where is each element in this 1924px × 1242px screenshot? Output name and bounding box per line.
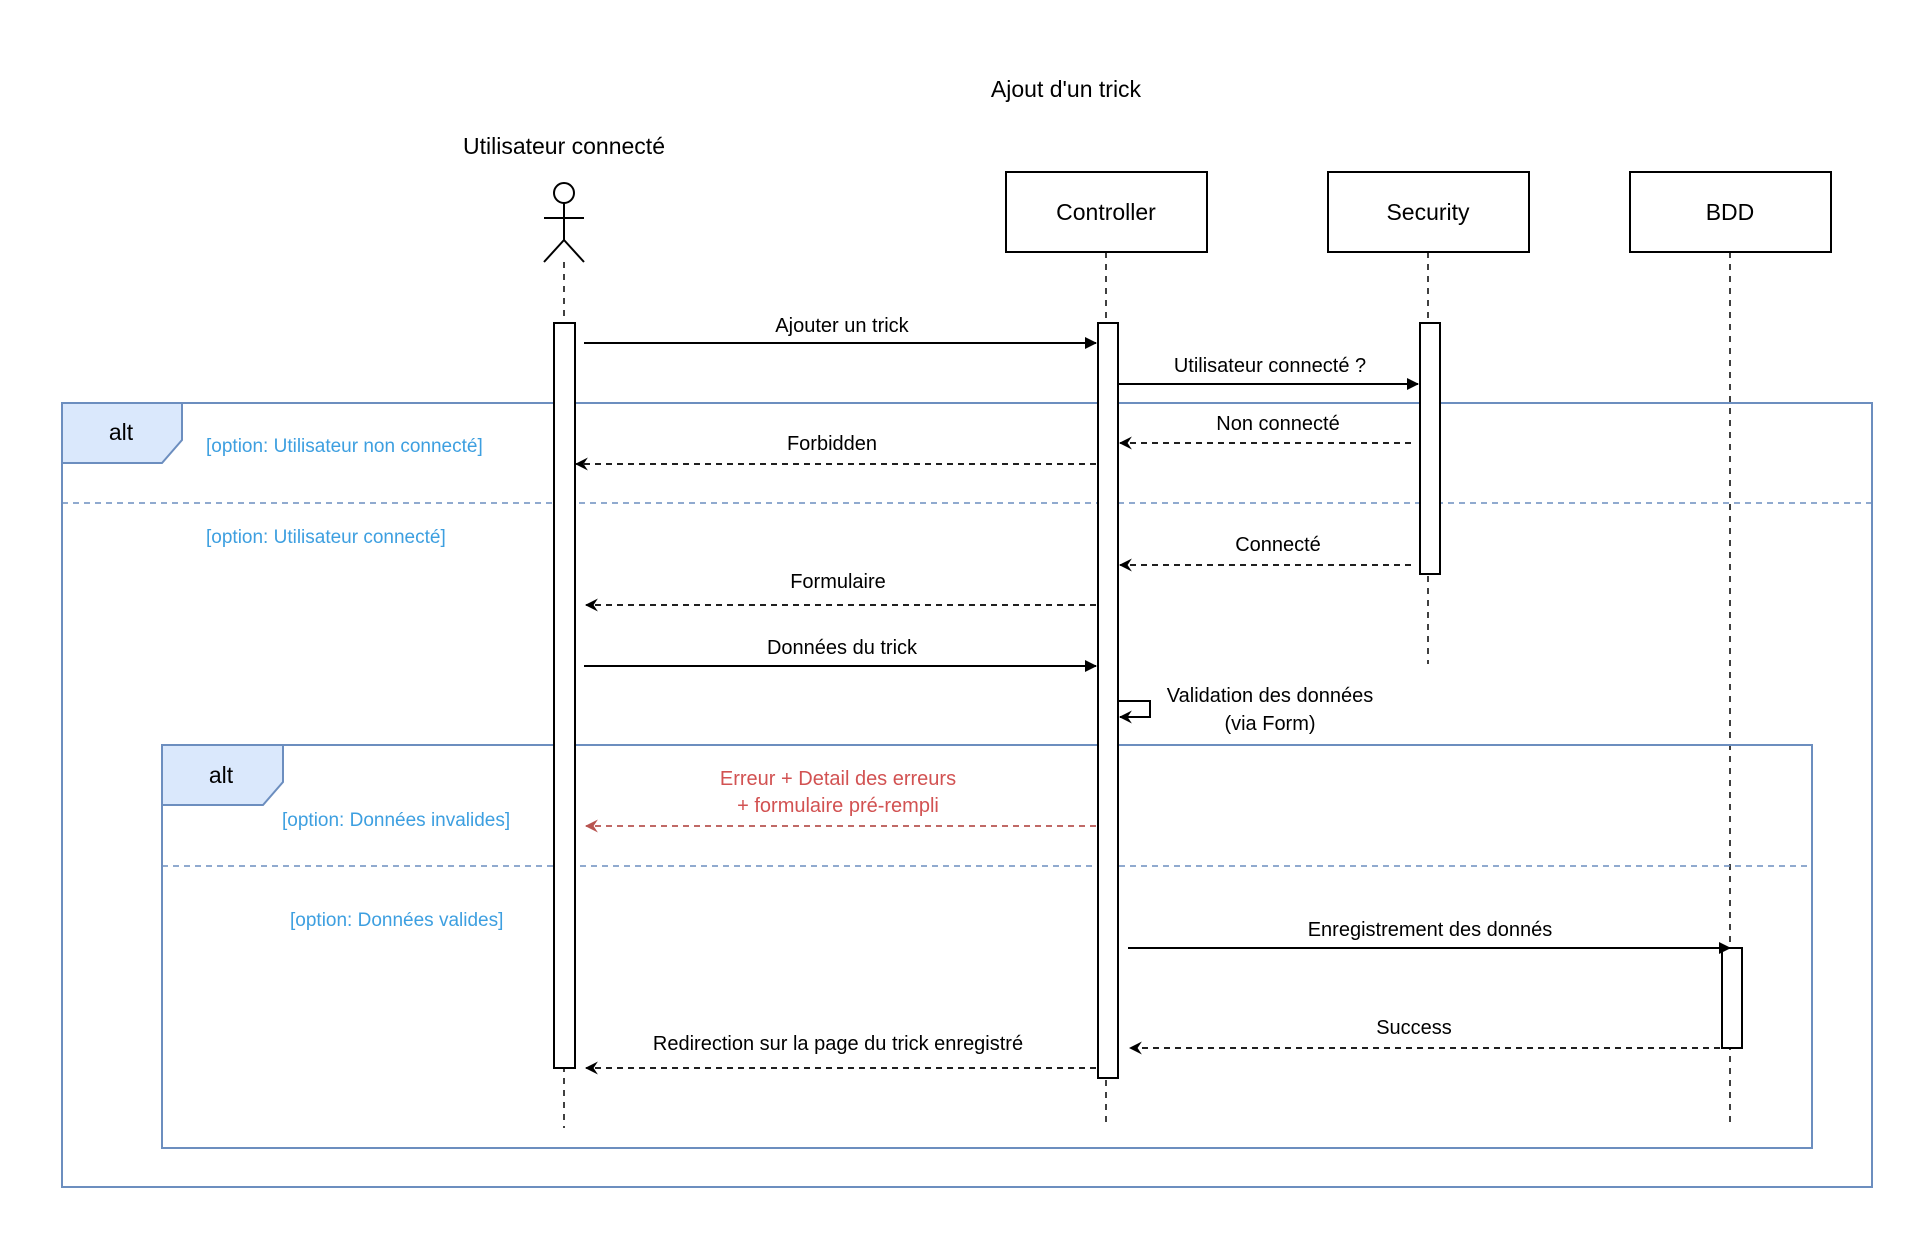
inner-guard-invalid-data: [option: Données invalides] (282, 810, 510, 831)
outer-alt-fragment: alt [option: Utilisateur non connecté] [… (61, 402, 1873, 1188)
message-connecte: Connecté (1118, 534, 1411, 572)
actor-activation-bar (553, 322, 576, 1069)
inner-alt-fragment: alt [option: Données invalides] [option:… (161, 744, 1813, 1149)
message-label-line2: (via Form) (1224, 713, 1315, 735)
message-label: Enregistrement des donnés (1308, 919, 1553, 941)
message-label: Redirection sur la page du trick enregis… (653, 1033, 1023, 1055)
participant-security: Security (1327, 171, 1530, 253)
message-validation-self: Validation des données (via Form) (1118, 685, 1373, 735)
message-label: Données du trick (767, 637, 918, 659)
message-label: Connecté (1235, 534, 1321, 556)
outer-guard-not-connected: [option: Utilisateur non connecté] (206, 436, 483, 457)
message-donnees-trick: Données du trick (584, 637, 1097, 672)
message-success: Success (1128, 1017, 1720, 1055)
participant-bdd: BDD (1629, 171, 1832, 253)
message-label: Formulaire (790, 571, 886, 593)
message-label: Success (1376, 1017, 1452, 1039)
participant-security-label: Security (1386, 199, 1470, 225)
message-error-line2: + formulaire pré-rempli (737, 795, 939, 817)
inner-alt-operator: alt (209, 762, 234, 788)
message-label: Utilisateur connecté ? (1174, 355, 1366, 377)
outer-alt-operator: alt (109, 419, 134, 445)
message-enregistrement: Enregistrement des donnés (1128, 919, 1731, 954)
message-ajouter-trick: Ajouter un trick (584, 315, 1097, 349)
participant-controller: Controller (1005, 171, 1208, 253)
stick-figure-actor-icon (543, 182, 585, 263)
message-utilisateur-connecte-question: Utilisateur connecté ? (1118, 355, 1419, 390)
participant-bdd-label: BDD (1706, 199, 1755, 225)
inner-guard-valid-data: [option: Données valides] (290, 910, 503, 931)
actor-label: Utilisateur connecté (463, 133, 665, 159)
message-label-line1: Validation des données (1167, 685, 1373, 707)
participant-controller-label: Controller (1056, 199, 1156, 225)
message-erreur: Erreur + Detail des erreurs + formulaire… (584, 768, 1096, 833)
message-error-line1: Erreur + Detail des erreurs (720, 768, 956, 790)
diagram-title: Ajout d'un trick (991, 76, 1142, 102)
message-formulaire: Formulaire (584, 571, 1096, 612)
message-label: Ajouter un trick (775, 315, 909, 337)
bdd-activation-bar (1721, 947, 1743, 1049)
message-label: Forbidden (787, 433, 877, 455)
outer-guard-connected: [option: Utilisateur connecté] (206, 527, 446, 548)
message-label: Non connecté (1216, 413, 1339, 435)
controller-activation-bar (1097, 322, 1119, 1079)
message-non-connecte: Non connecté (1118, 413, 1411, 450)
security-activation-bar (1419, 322, 1441, 575)
message-forbidden: Forbidden (574, 433, 1096, 471)
message-redirection: Redirection sur la page du trick enregis… (584, 1033, 1096, 1075)
